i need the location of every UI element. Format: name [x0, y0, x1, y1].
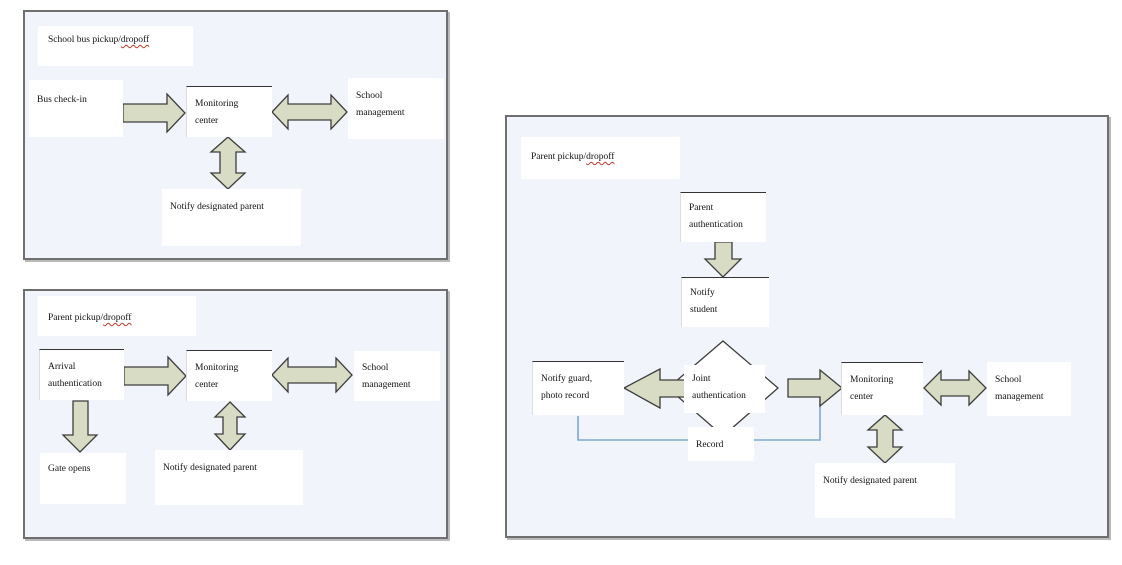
parent-left-school-management-box: School management	[354, 351, 440, 401]
parent-right-notify-parent-box: Notify designated parent	[815, 463, 955, 518]
parent-right-school-management-box: School management	[987, 362, 1071, 416]
bus-panel-title-underlined: dropoff	[120, 35, 150, 45]
parent-authentication-box: Parent authentication	[680, 192, 766, 242]
parent-left-title-underlined: dropoff	[103, 313, 132, 323]
gate-opens-box: Gate opens	[40, 453, 126, 504]
parent-right-title-main: Parent pickup/	[531, 152, 587, 162]
parent-right-panel-title: Parent pickup/dropoff	[521, 137, 680, 179]
parent-left-monitoring-center-box: Monitoring center	[186, 350, 272, 401]
arrival-authentication-box: Arrival authentication	[39, 349, 124, 400]
parent-left-title-main: Parent pickup/	[48, 313, 104, 323]
joint-authentication-label: Joint authentication	[684, 365, 765, 413]
panel-parent-pickup-right	[505, 115, 1109, 538]
bus-school-management-box: School management	[348, 78, 444, 139]
notify-student-box: Notify student	[681, 277, 769, 327]
notify-guard-box: Notify guard, photo record	[532, 361, 624, 415]
bus-notify-parent-box: Notify designated parent	[162, 189, 301, 246]
bus-monitoring-center-box: Monitoring center	[186, 86, 272, 137]
parent-right-title-underlined: dropoff	[586, 152, 615, 162]
parent-left-panel-title: Parent pickup/dropoff	[38, 296, 196, 336]
bus-panel-title-main: School bus pickup/	[48, 35, 121, 45]
parent-right-monitoring-center-box: Monitoring center	[841, 362, 923, 415]
bus-panel-title: School bus pickup/dropoff	[38, 26, 193, 66]
bus-checkin-box: Bus check-in	[29, 80, 123, 137]
record-box: Record	[688, 427, 754, 461]
parent-left-notify-parent-box: Notify designated parent	[155, 450, 303, 505]
